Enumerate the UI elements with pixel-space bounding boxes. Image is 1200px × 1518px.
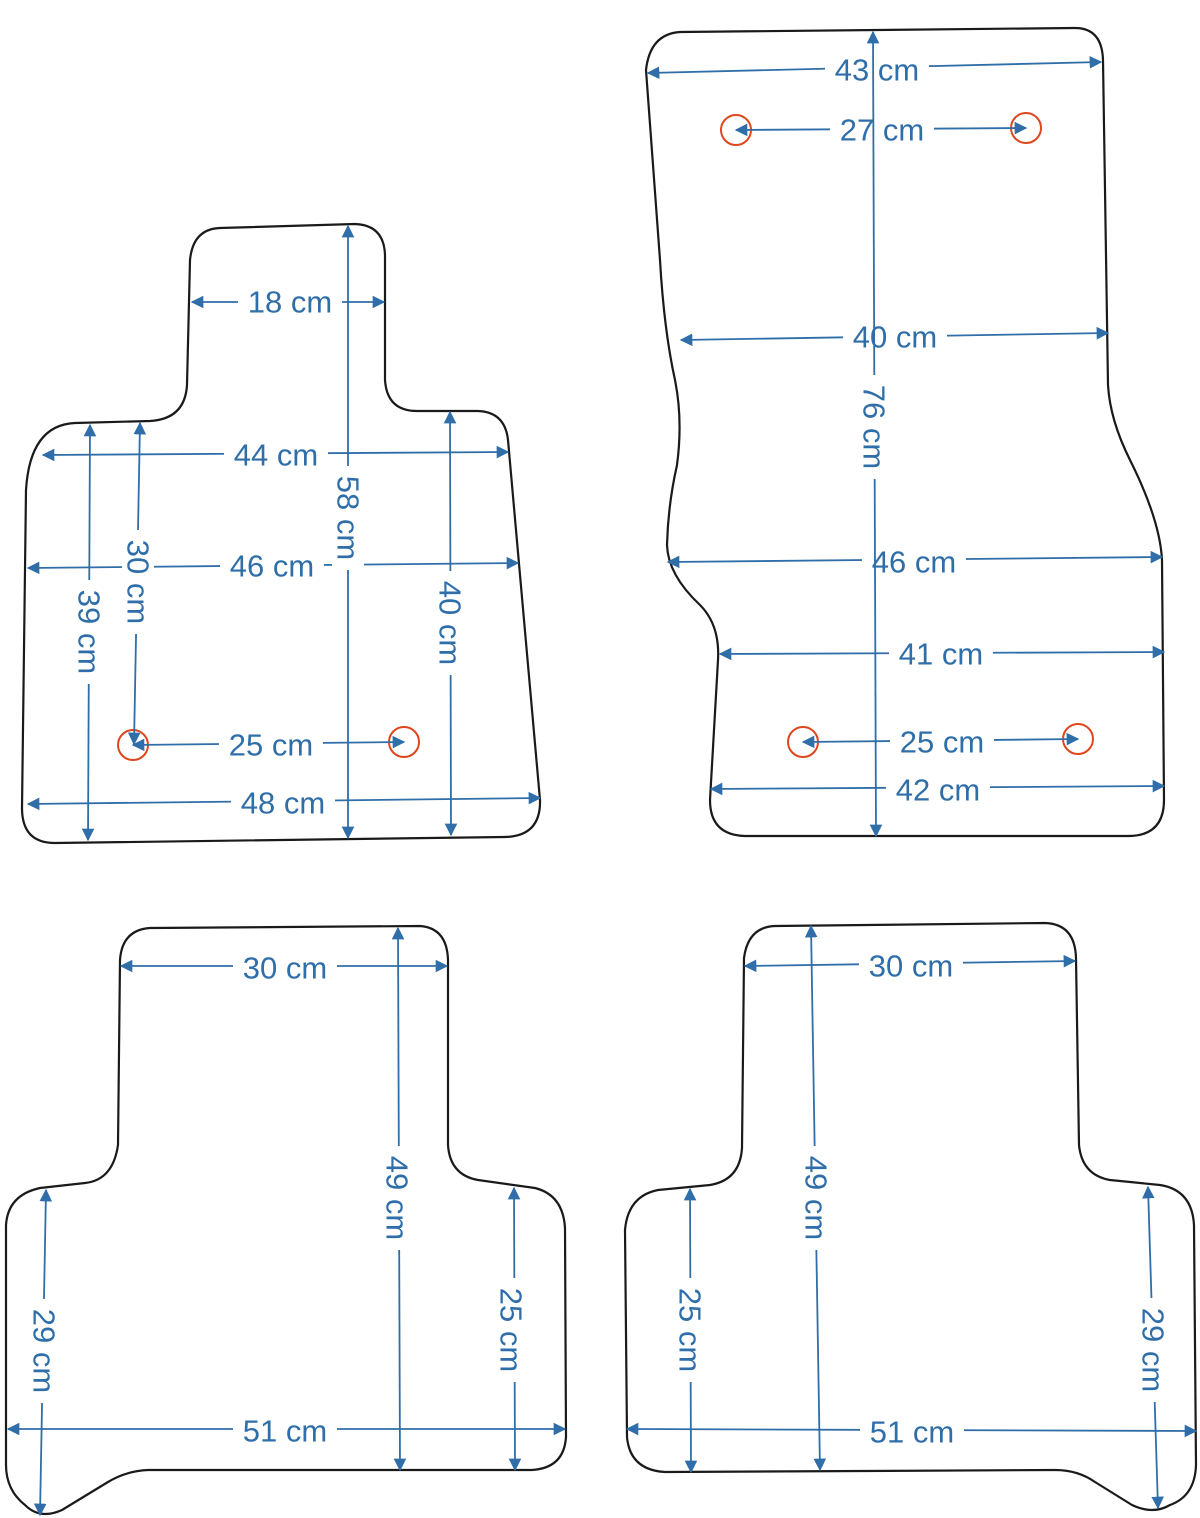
dimension-label-fl-height-right: 40 cm: [433, 581, 468, 665]
dimension-label-fl-height-left: 39 cm: [72, 590, 107, 674]
dimension-label-fl-width-top: 18 cm: [248, 285, 332, 320]
dimension-label-bg: [219, 728, 323, 762]
dimension-label-bg: [73, 580, 105, 684]
dimension-fl-hole-spacing: 25 cm: [131, 728, 406, 763]
dimension-label-fr-width-46: 46 cm: [872, 545, 956, 580]
dimension-label-fl-width-bottom: 48 cm: [241, 786, 325, 821]
dimension-label-fr-width-41: 41 cm: [899, 637, 983, 672]
dimension-label-bg: [122, 530, 154, 634]
dimension-fr-hole-spacing-bottom: 25 cm: [801, 725, 1080, 760]
dimension-label-fr-width-top: 43 cm: [835, 53, 919, 88]
dimension-label-bg: [231, 786, 335, 820]
dimension-label-bg: [674, 1278, 706, 1382]
dimension-label-fl-width-44: 44 cm: [234, 438, 318, 473]
dimension-label-rr-height-right: 29 cm: [1136, 1308, 1171, 1392]
dimension-label-fr-width-40: 40 cm: [853, 320, 937, 355]
dimension-label-fl-hole-spacing: 25 cm: [229, 728, 313, 763]
dimension-label-bg: [233, 1414, 337, 1448]
dimension-label-bg: [220, 549, 324, 583]
rear-right-mat-outline: [623, 921, 1198, 1512]
dimension-label-bg: [889, 637, 993, 671]
dimension-label-bg: [860, 1415, 964, 1449]
dimension-fl-height-left: 39 cm: [72, 423, 107, 842]
dimension-fl-height-right: 40 cm: [433, 410, 468, 837]
dimension-rr-height-left: 25 cm: [673, 1187, 708, 1474]
dimension-label-fr-height-total: 76 cm: [857, 385, 892, 469]
dimension-label-rl-height-right: 25 cm: [494, 1288, 529, 1372]
dimension-fl-width-bottom: 48 cm: [26, 786, 542, 821]
dimension-fr-width-40: 40 cm: [679, 320, 1110, 355]
dimension-label-rl-width-bottom: 51 cm: [243, 1414, 327, 1449]
dimension-rl-height-left: 29 cm: [27, 1188, 62, 1517]
dimension-label-bg: [233, 951, 337, 985]
dimension-rl-width-bottom: 51 cm: [6, 1414, 567, 1449]
dimension-label-bg: [886, 773, 990, 807]
dimension-label-bg: [859, 949, 963, 983]
dimension-rr-height-right: 29 cm: [1136, 1185, 1171, 1510]
dimension-fl-width-top: 18 cm: [190, 285, 386, 320]
dimension-label-fl-width-46: 46 cm: [230, 549, 314, 584]
dimension-label-bg: [1137, 1298, 1169, 1402]
dimension-fl-width-46: 46 cm: [26, 549, 520, 584]
dimension-label-fl-hole-height: 30 cm: [121, 540, 156, 624]
dimension-rl-height-right: 25 cm: [494, 1186, 529, 1472]
dimension-label-fr-hole-spacing-top: 27 cm: [840, 113, 924, 148]
dimension-label-bg: [332, 466, 364, 570]
dimension-label-bg: [238, 285, 342, 319]
dimension-fr-width-bottom: 42 cm: [709, 773, 1166, 808]
dimension-label-bg: [495, 1278, 527, 1382]
dimension-label-fr-hole-spacing-bottom: 25 cm: [900, 725, 984, 760]
dimension-label-bg: [224, 438, 328, 472]
dimension-fl-width-44: 44 cm: [41, 438, 510, 473]
dimension-rl-width-top: 30 cm: [119, 951, 449, 986]
dimension-label-fl-height-total: 58 cm: [331, 476, 366, 560]
dimension-label-rl-height-total: 49 cm: [380, 1156, 415, 1240]
dimension-label-bg: [800, 1146, 832, 1250]
dimension-fr-width-41: 41 cm: [718, 637, 1166, 672]
dimension-label-rr-height-total: 49 cm: [799, 1156, 834, 1240]
dimension-fl-height-total: 58 cm: [331, 224, 366, 840]
dimension-fr-height-total: 76 cm: [857, 30, 892, 838]
dimension-label-bg: [858, 375, 890, 479]
dimension-label-rr-width-top: 30 cm: [869, 949, 953, 984]
front-left-mat-outline: [20, 222, 542, 845]
dimension-label-rl-height-left: 29 cm: [27, 1309, 62, 1393]
rear-left-mat-outline: [4, 924, 568, 1516]
dimension-label-fr-width-bottom: 42 cm: [896, 773, 980, 808]
dimension-rr-height-total: 49 cm: [799, 924, 834, 1472]
dimension-lines: 18 cm 44 cm 46 cm 25 cm 48 cm 58 cm 39 cm 30 cm…: [6, 30, 1198, 1517]
dimension-label-bg: [381, 1146, 413, 1250]
dimension-label-bg: [890, 725, 994, 759]
front-right-mat-outline: [644, 26, 1166, 838]
dimension-rr-width-top: 30 cm: [743, 949, 1077, 984]
dimension-label-rr-height-left: 25 cm: [673, 1288, 708, 1372]
dimension-label-rr-width-bottom: 51 cm: [870, 1415, 954, 1450]
dimension-label-bg: [28, 1299, 60, 1403]
dimension-label-bg: [434, 571, 466, 675]
dimension-fl-hole-height: 30 cm: [121, 421, 156, 746]
dimension-label-bg: [843, 320, 947, 354]
dimension-label-rl-width-top: 30 cm: [243, 951, 327, 986]
dimension-rl-height-total: 49 cm: [380, 926, 415, 1472]
dimension-rr-width-bottom: 51 cm: [625, 1415, 1198, 1450]
